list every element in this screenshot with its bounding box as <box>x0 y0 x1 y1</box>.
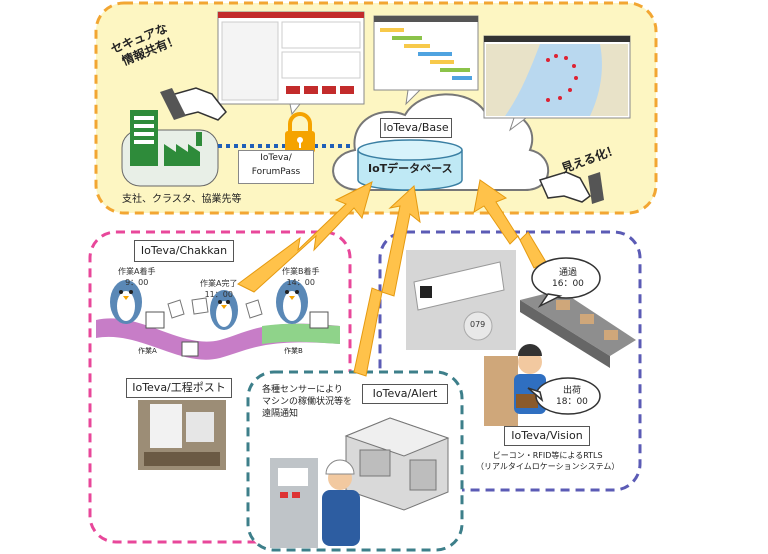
terminal-device <box>145 311 165 329</box>
terminal-device <box>181 341 199 357</box>
paper-icon <box>167 299 185 319</box>
forumpass-label: IoTeva/ ForumPass <box>238 150 314 184</box>
conveyor-icon <box>520 290 636 368</box>
speech-bubble <box>531 257 601 308</box>
chakkan-title: IoTeva/Chakkan <box>134 240 234 262</box>
terminal-device <box>309 311 329 329</box>
signal-arrow-icon <box>237 179 547 377</box>
paper-icon <box>245 299 263 319</box>
vision-caption: ビーコン・RFID等によるRTLS （リアルタイムロケーションシステム） <box>476 451 620 471</box>
penguin-icon <box>110 280 142 324</box>
alert-description: 各種センサーにより マシンの稼働状況等を 遠隔通知 <box>262 385 353 419</box>
db-label: IoTデータベース <box>368 162 453 175</box>
rfid-tag-photo <box>406 250 516 350</box>
pointing-hand-icon <box>538 171 604 204</box>
work-a-label: 作業A <box>138 347 157 355</box>
vision-title: IoTeva/Vision <box>504 426 590 446</box>
work-b-label: 作業B <box>284 347 303 355</box>
post-label: IoTeva/工程ポスト <box>126 378 232 398</box>
gantt-screenshot <box>373 15 479 91</box>
base-label: IoTeva/Base <box>380 118 452 138</box>
vision-panel <box>378 230 642 492</box>
database-icon <box>357 139 463 191</box>
speech-bubble <box>527 377 601 415</box>
building-icon <box>121 110 219 187</box>
dashboard-screenshot <box>217 11 365 105</box>
lock-icon <box>285 112 315 153</box>
process-post-photo <box>138 400 226 470</box>
sites-caption: 支社、クラスタ、協業先等 <box>122 194 242 205</box>
paper-icon <box>191 297 209 315</box>
worker-icon <box>484 344 546 426</box>
penguin-icon <box>276 280 308 324</box>
pointing-hand-icon <box>160 87 227 121</box>
tag-number: 079 <box>470 320 486 329</box>
process-lane <box>96 318 340 360</box>
penguin-icon <box>210 290 238 330</box>
alert-title: IoTeva/Alert <box>362 384 448 404</box>
map-screenshot <box>483 35 631 119</box>
operator-icon <box>270 458 360 548</box>
